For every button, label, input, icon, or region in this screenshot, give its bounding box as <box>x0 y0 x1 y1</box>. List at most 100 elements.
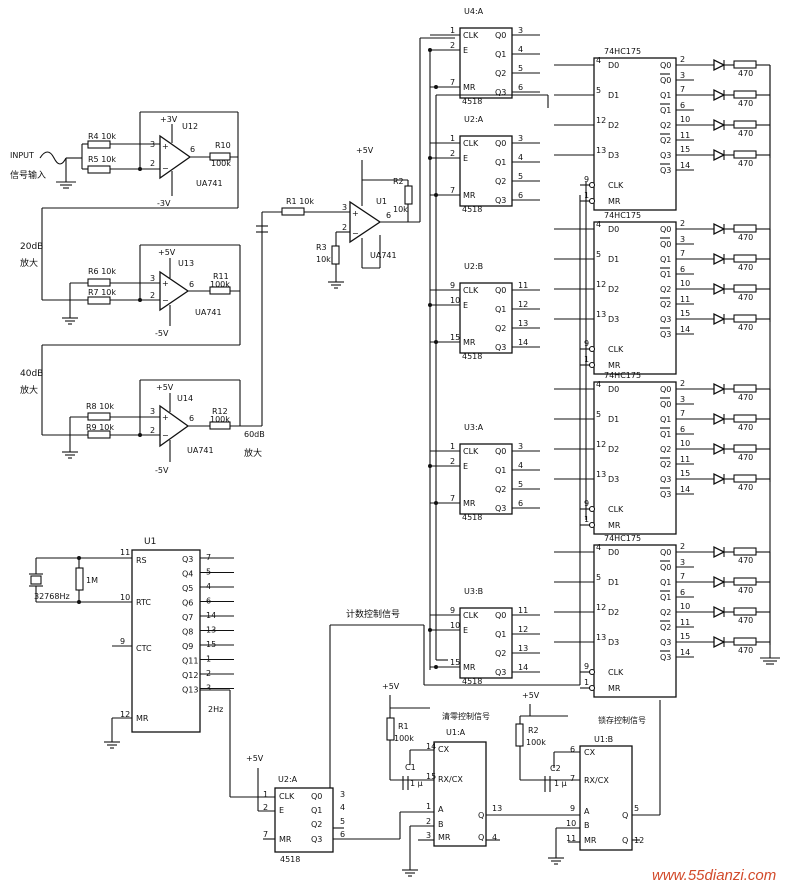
latch-d2: D2 <box>608 121 619 130</box>
u14-pin6: 6 <box>189 414 194 423</box>
counter-part: 4518 <box>462 97 482 106</box>
latch-nqpin1: 6 <box>680 425 685 434</box>
bottom-pin6: 6 <box>340 830 345 839</box>
amp-stage-u14: 40dB 放大 R8 10k R9 10k + − 3 2 U14 +5V -5… <box>20 232 265 475</box>
u14-type: UA741 <box>187 446 214 455</box>
latch-qpin1: 7 <box>680 85 685 94</box>
latch-nqpin2: 11 <box>680 131 690 140</box>
mono-b-rxcx: RX/CX <box>584 776 609 785</box>
led-diode-icon <box>713 545 726 559</box>
clear-signal-label: 清零控制信号 <box>442 711 490 721</box>
osc-2hz-label: 2Hz <box>208 705 223 714</box>
latch-nqpin2: 11 <box>680 455 690 464</box>
mono-u1b: +5V R2 100k 锁存控制信号 U1:B CX RX/CX A B MR … <box>515 691 661 865</box>
latch-part: 74HC175 <box>604 211 641 220</box>
gain40-label: 40dB <box>20 369 43 379</box>
latch-q2: Q2 <box>660 121 671 130</box>
mono-b-qn: Q <box>622 836 628 845</box>
counter-q1: Q1 <box>495 158 506 167</box>
mono-c1-val: 1 μ <box>410 779 423 788</box>
mono-a-vcc: +5V <box>382 682 400 691</box>
latch-qpin2: 10 <box>680 439 690 448</box>
counter-chip <box>459 443 513 515</box>
counter-pin-clk: 1 <box>450 134 455 143</box>
led-resistor <box>733 444 757 453</box>
led-diode-icon <box>713 635 726 649</box>
mono-b-pin12: 12 <box>634 836 644 845</box>
counter-qpin0: 3 <box>518 442 523 451</box>
osc-out-0: Q3 <box>182 555 193 564</box>
osc-out-2: Q5 <box>182 584 193 593</box>
latch-d1: D1 <box>608 91 619 100</box>
latch-nq3: Q3 <box>660 653 671 662</box>
u1-plus: + <box>352 209 359 218</box>
latch-qpin3: 15 <box>680 309 690 318</box>
osc-ctc: CTC <box>136 644 152 653</box>
led-resistor-label: 470 <box>738 586 753 595</box>
crystal-32768 <box>30 575 42 585</box>
crystal-label: 32768Hz <box>34 592 70 601</box>
led-resistor-label: 470 <box>738 393 753 402</box>
mono-b-chip <box>579 745 633 851</box>
led-resistor-label: 470 <box>738 293 753 302</box>
led-resistor-label: 470 <box>738 453 753 462</box>
latch-q0: Q0 <box>660 61 671 70</box>
counter-e: E <box>463 301 468 310</box>
led-resistor <box>733 284 757 293</box>
counter-pin-e: 10 <box>450 296 460 305</box>
u14-pin2: 2 <box>150 426 155 435</box>
resistor-r3-gnd <box>331 245 340 265</box>
mono-a-mr: MR <box>438 833 451 842</box>
counter-qpin1: 4 <box>518 461 523 470</box>
bottom-q3: Q3 <box>311 835 322 844</box>
r10-ref: R10 <box>215 141 231 150</box>
u1-pin2: 2 <box>342 223 347 232</box>
mono-a-pin3: 3 <box>426 831 431 840</box>
latch-qpin0: 2 <box>680 219 685 228</box>
amp-stage-u1: R1 10k + − 3 2 U1 +5V UA741 R2 10k 6 R3 … <box>256 37 455 289</box>
bottom-vcc: +5V <box>246 754 264 763</box>
mono-a-pin13: 13 <box>492 804 502 813</box>
bottom-q1: Q1 <box>311 806 322 815</box>
latch-d2: D2 <box>608 608 619 617</box>
bus-wiring <box>329 50 587 829</box>
latch-mr: MR <box>608 197 621 206</box>
counter-q2: Q2 <box>495 485 506 494</box>
u1-r3-val: 10k <box>316 255 331 264</box>
u1-ref: U1 <box>376 197 387 206</box>
counter-pin-mr: 7 <box>450 186 455 195</box>
counter-q3: Q3 <box>495 343 506 352</box>
resistor-1m <box>75 567 84 591</box>
amp-stage-u12: INPUT 信号输入 R4 10k R5 10k + − 3 2 U12 +3V… <box>10 111 239 300</box>
latch-nqpin3: 14 <box>680 325 690 334</box>
latch-q3: Q3 <box>660 475 671 484</box>
watermark: www.55dianzi.com <box>652 867 776 884</box>
led-resistor <box>733 150 757 159</box>
led-diode-icon <box>713 605 726 619</box>
u13-vneg: -5V <box>155 329 169 338</box>
latch-d0: D0 <box>608 548 619 557</box>
led-resistor <box>733 547 757 556</box>
latch-mr: MR <box>608 361 621 370</box>
mono-a-b: B <box>438 820 444 829</box>
r11-ref: R11 <box>213 272 229 281</box>
mono-a-pin15: 15 <box>426 772 436 781</box>
latch-pin9: 9 <box>584 175 589 184</box>
led-resistor <box>733 637 757 646</box>
led-resistor-label: 470 <box>738 423 753 432</box>
led-diode-icon <box>713 222 726 236</box>
led-resistor <box>733 120 757 129</box>
counter-pin-clk: 1 <box>450 442 455 451</box>
counter-qpin0: 11 <box>518 281 528 290</box>
mono-c1-ref: C1 <box>405 763 416 772</box>
res-1m-label: 1M <box>86 576 98 585</box>
led-diode-icon <box>713 442 726 456</box>
mono-a-pin1: 1 <box>426 802 431 811</box>
r11-val: 100k <box>210 280 230 289</box>
latch-dpin3: 13 <box>596 146 606 155</box>
counter-mr: MR <box>463 499 476 508</box>
latch-d0: D0 <box>608 61 619 70</box>
counter-group: U4:A4518CLKEMRQ03Q14Q25Q36127U2:A4518CLK… <box>428 7 540 686</box>
